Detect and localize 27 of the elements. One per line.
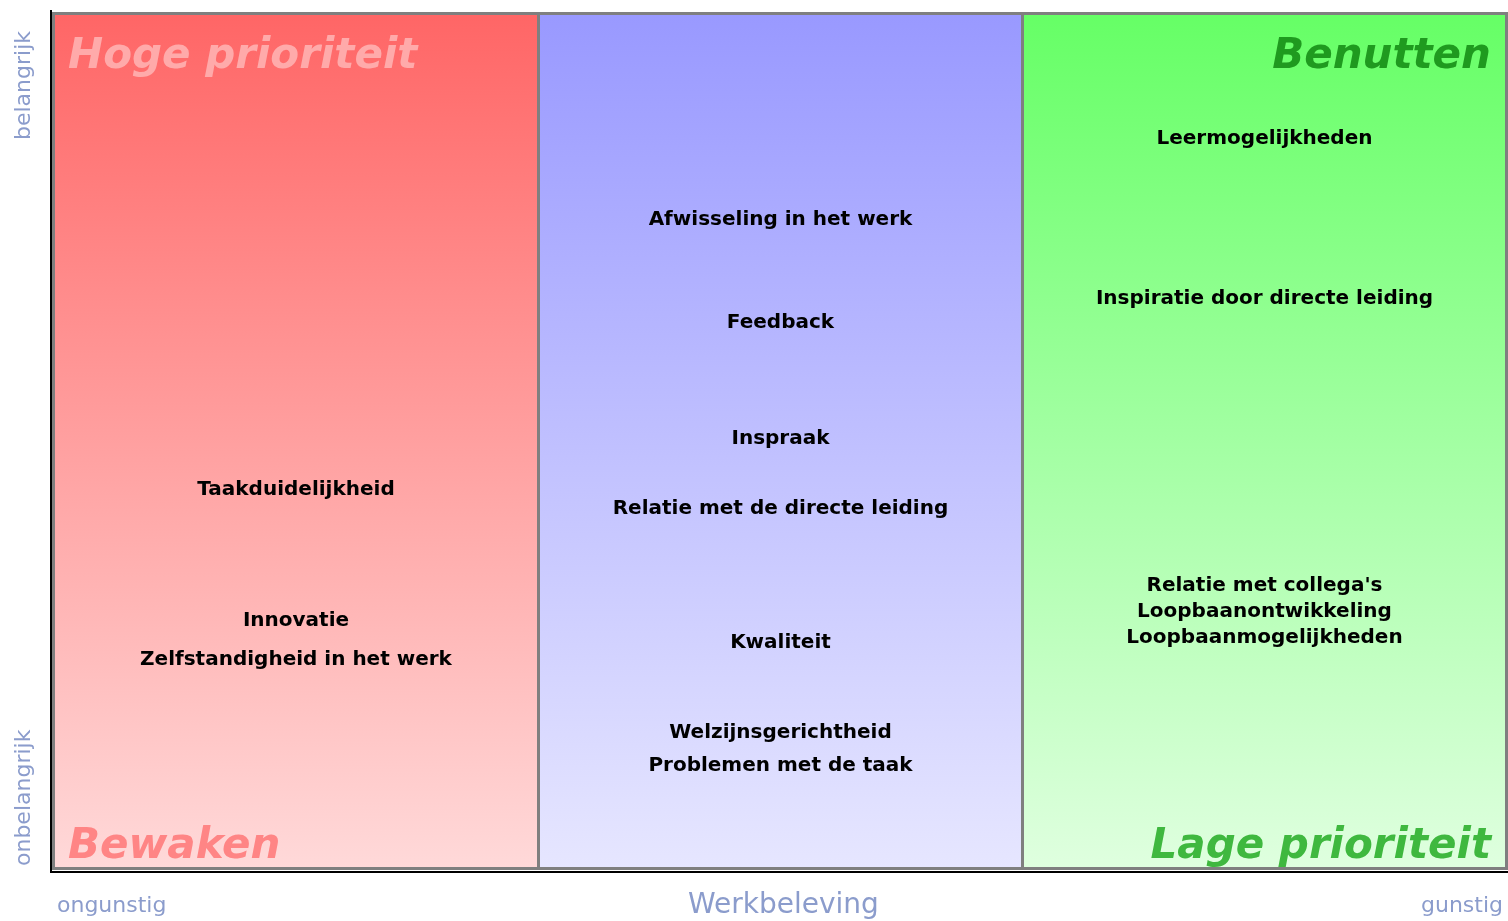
quadrant-band <box>1021 12 1508 870</box>
factor-label: Afwisseling in het werk <box>647 206 914 230</box>
axis-label: belangrijk <box>10 31 36 140</box>
factor-label: Zelfstandigheid in het werk <box>139 646 453 670</box>
factor-label: Problemen met de taak <box>647 752 914 776</box>
factor-label: Relatie met de directe leiding <box>611 495 950 519</box>
axis-label: ongunstig <box>57 892 167 917</box>
quadrant-title: Lage prioriteit <box>1150 818 1491 868</box>
factor-label: Kwaliteit <box>729 629 832 653</box>
quadrant-band <box>52 12 540 870</box>
axis-label: gunstig <box>1421 892 1504 917</box>
quadrant-title: Hoge prioriteit <box>68 28 418 78</box>
quadrant-band <box>537 12 1024 870</box>
axis-label: Werkbeleving <box>688 887 879 920</box>
factor-label: Taakduidelijkheid <box>196 476 396 500</box>
quadrant-title: Bewaken <box>68 818 281 868</box>
axis-label: onbelangrijk <box>10 729 36 866</box>
factor-label: Feedback <box>725 309 836 333</box>
factor-label: Inspraak <box>730 425 831 449</box>
factor-label: Leermogelijkheden <box>1155 125 1374 149</box>
factor-label: Loopbaanontwikkeling <box>1136 598 1393 622</box>
factor-label: Innovatie <box>241 607 351 631</box>
factor-label: Inspiratie door directe leiding <box>1094 285 1435 309</box>
quadrant-title: Benutten <box>1272 28 1491 78</box>
factor-label: Loopbaanmogelijkheden <box>1125 624 1404 648</box>
factor-label: Welzijnsgerichtheid <box>668 719 893 743</box>
factor-label: Relatie met collega's <box>1145 572 1384 596</box>
